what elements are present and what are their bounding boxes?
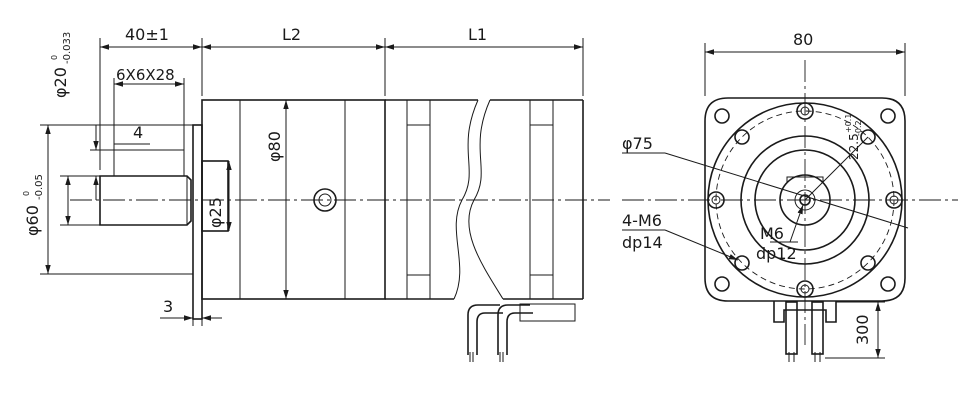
dim-angle-tol-top: +0.1	[844, 114, 853, 133]
dim-key-depth: 4	[133, 123, 143, 142]
square-flange	[704, 97, 906, 302]
mounting-holes-callout: 4-M6 dp14	[622, 211, 739, 261]
dim-pilot-diameter: φ60	[23, 205, 42, 236]
dim-center-depth: dp12	[756, 244, 797, 263]
dim-shaft-tol-top: 0	[50, 55, 59, 60]
flange-thickness-dimension: 3	[160, 297, 222, 326]
corner-hole-bl	[714, 276, 730, 292]
pilot-ring	[740, 135, 870, 265]
shaft-end	[779, 174, 831, 226]
dim-center-thread: M6	[760, 224, 784, 243]
dim-mounting-holes: 4-M6	[622, 211, 662, 230]
dim-cable-length: 300	[853, 314, 872, 345]
dim-l1: L1	[468, 25, 487, 44]
dim-boss-diameter: φ25	[206, 197, 225, 228]
shaft-key	[113, 149, 185, 177]
dim-angle: 22.5	[847, 133, 861, 160]
dim-angle-tol-bottom: -0.2	[854, 120, 863, 136]
dim-flange-thickness: 3	[163, 297, 173, 316]
center-hole	[799, 194, 811, 206]
side-view: 40±1 L2 L1 6X6X28 4 φ	[22, 25, 610, 362]
break-line	[453, 99, 479, 300]
flange-bolt-holes	[707, 102, 903, 298]
dim-mounting-depth: dp14	[622, 233, 663, 252]
dim-shaft-diameter: φ20	[51, 67, 70, 98]
boss-ring	[754, 149, 856, 251]
center-thread-callout: M6 dp12	[756, 204, 804, 263]
corner-hole-tr	[880, 108, 896, 124]
output-shaft	[99, 149, 192, 226]
motor-body	[385, 99, 584, 300]
end-view: 80 φ75 4-M6 dp14 M6 dp12 22.5 +0.1	[622, 30, 958, 362]
bolt-circle	[715, 110, 895, 290]
corner-hole-br	[880, 276, 896, 292]
angle-dimension: 22.5 +0.1 -0.2	[804, 114, 869, 201]
left-diameter-dimensions: φ60 0 -0.05 φ20 0 -0.033	[22, 32, 193, 275]
dim-pilot-tol-top: 0	[22, 191, 31, 196]
dim-bolt-circle: φ75	[622, 134, 653, 153]
bolt-circle-callout: φ75	[622, 134, 909, 229]
cable-exit	[773, 301, 837, 362]
dim-shaft-tol-bottom: -0.033	[62, 32, 73, 64]
top-dimensions: 40±1 L2 L1	[99, 25, 584, 170]
cable-length-dimension: 300	[825, 301, 885, 359]
dim-pilot-tol-bottom: -0.05	[34, 174, 45, 200]
dim-key: 6X6X28	[116, 66, 175, 84]
key-dimension: 6X6X28	[113, 66, 185, 150]
inner-diameter-dimensions: φ25 φ80	[206, 100, 289, 299]
cable-leads	[467, 303, 576, 362]
dim-body-diameter: φ80	[265, 131, 284, 162]
gearbox-body	[201, 99, 386, 300]
dim-flange-length: 40±1	[125, 25, 169, 44]
width-dimension: 80	[704, 30, 906, 96]
dim-l2: L2	[282, 25, 301, 44]
dim-width: 80	[793, 30, 813, 49]
corner-hole-tl	[714, 108, 730, 124]
gearbox-plug	[313, 188, 337, 212]
key-depth-dimension: 4	[90, 123, 150, 200]
